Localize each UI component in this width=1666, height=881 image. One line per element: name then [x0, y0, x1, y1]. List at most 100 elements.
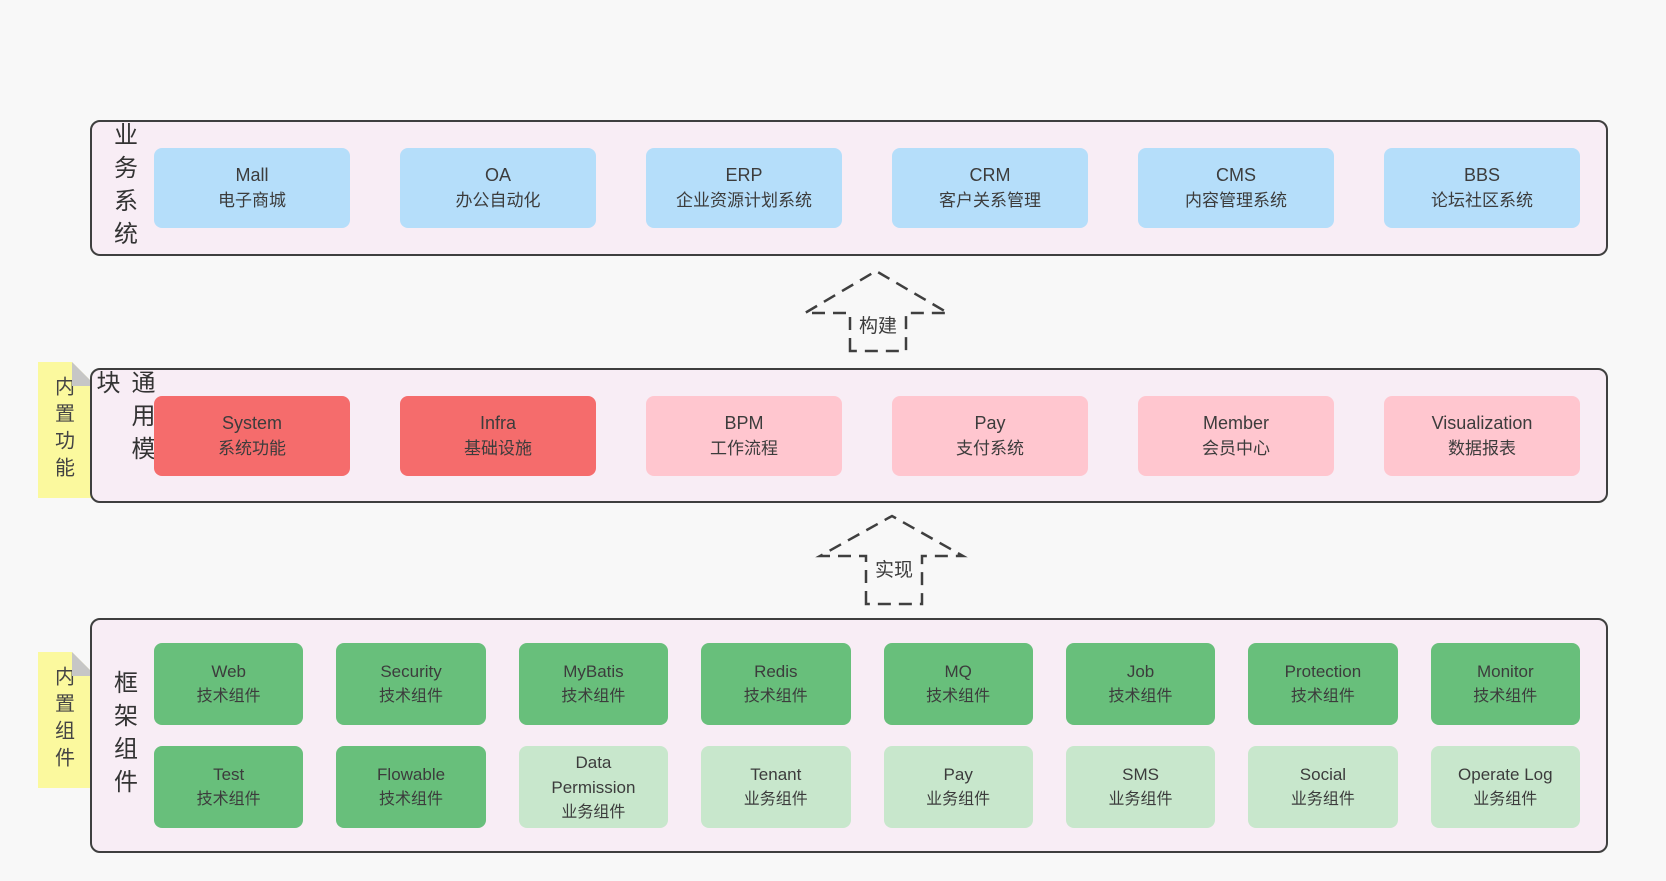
box-test-subtitle: 技术组件 [196, 791, 261, 808]
box-mall-title: Mall [235, 165, 269, 185]
arrow-build: 构建 [790, 255, 970, 355]
box-tenant-subtitle: 业务组件 [743, 791, 808, 808]
box-crm-title: CRM [969, 165, 1011, 185]
business-systems-panel: 业务系统 Mall 电子商城 OA 办公自动化 ERP 企业资源计划系统 CRM 客户关系管理… [90, 120, 1608, 256]
box-sms: SMS 业务组件 [1065, 746, 1216, 828]
business-systems-row: Mall 电子商城 OA 办公自动化 ERP 企业资源计划系统 CRM 客户关系管理 CMS 内容… [154, 122, 1580, 254]
panel-label-business-systems: 业务系统 [109, 122, 137, 254]
arrow-implement-label: 实现 [872, 555, 916, 582]
box-pay-component-subtitle: 业务组件 [926, 791, 991, 808]
dashed-up-arrow-icon [815, 514, 968, 606]
box-sms-title: SMS [1122, 765, 1159, 784]
box-protection-subtitle: 技术组件 [1290, 688, 1355, 705]
box-test: Test 技术组件 [154, 746, 304, 828]
box-test-title: Test [213, 765, 245, 784]
box-flowable-subtitle: 技术组件 [379, 791, 444, 808]
box-mall: Mall 电子商城 [154, 148, 350, 228]
box-erp-title: ERP [725, 165, 763, 185]
box-system: System 系统功能 [154, 395, 350, 476]
panel-label-common-modules: 通用模块 [92, 370, 154, 469]
panel-label-framework-components: 框架组件 [109, 669, 137, 802]
box-bbs-subtitle: 论坛社区系统 [1431, 191, 1533, 210]
box-mybatis-title: MyBatis [563, 662, 624, 681]
sticky-note-builtin-components: 内置组件 [38, 652, 96, 788]
box-security-subtitle: 技术组件 [379, 688, 444, 705]
box-crm: CRM 客户关系管理 [892, 148, 1088, 228]
sticky-note-label: 内置组件 [51, 666, 74, 774]
box-mq: MQ 技术组件 [883, 643, 1033, 725]
box-crm-subtitle: 客户关系管理 [939, 191, 1041, 210]
box-cms: CMS 内容管理系统 [1138, 148, 1334, 228]
box-visualization-title: Visualization [1431, 412, 1533, 433]
box-mq-title: MQ [944, 662, 972, 681]
box-system-subtitle: 系统功能 [218, 438, 286, 458]
box-flowable-title: Flowable [377, 765, 446, 784]
box-sms-subtitle: 业务组件 [1108, 791, 1173, 808]
box-monitor-subtitle: 技术组件 [1473, 688, 1538, 705]
box-bpm-title: BPM [724, 412, 764, 433]
dashed-up-arrow-icon [800, 269, 953, 353]
box-mall-subtitle: 电子商城 [218, 191, 286, 210]
box-cms-subtitle: 内容管理系统 [1185, 191, 1287, 210]
box-job-subtitle: 技术组件 [1108, 688, 1173, 705]
box-mybatis: MyBatis 技术组件 [518, 643, 669, 725]
box-member-subtitle: 会员中心 [1202, 438, 1270, 458]
box-pay-component: Pay 业务组件 [883, 746, 1033, 828]
box-redis-subtitle: 技术组件 [743, 688, 808, 705]
box-job-title: Job [1126, 662, 1155, 681]
box-data-permission-title: Data Permission [551, 752, 636, 797]
box-erp-subtitle: 企业资源计划系统 [676, 191, 812, 210]
box-tenant-title: Tenant [750, 765, 802, 784]
box-member-title: Member [1202, 412, 1269, 433]
box-visualization: Visualization 数据报表 [1384, 395, 1580, 476]
box-social-subtitle: 业务组件 [1290, 791, 1355, 808]
box-social: Social 业务组件 [1248, 746, 1398, 828]
box-operate-log-title: Operate Log [1458, 765, 1553, 784]
box-social-title: Social [1299, 765, 1347, 784]
box-operate-log: Operate Log 业务组件 [1430, 746, 1580, 828]
arrow-build-label: 构建 [856, 311, 900, 338]
box-infra: Infra 基础设施 [400, 395, 596, 476]
box-security: Security 技术组件 [336, 643, 486, 725]
box-bbs-title: BBS [1463, 165, 1501, 185]
box-web-title: Web [211, 662, 247, 681]
box-mq-subtitle: 技术组件 [926, 688, 991, 705]
box-operate-log-subtitle: 业务组件 [1473, 791, 1538, 808]
box-erp: ERP 企业资源计划系统 [646, 148, 842, 228]
box-oa: OA 办公自动化 [400, 148, 596, 228]
box-member: Member 会员中心 [1138, 395, 1334, 476]
box-security-title: Security [380, 662, 442, 681]
box-tenant: Tenant 业务组件 [701, 746, 851, 828]
box-web: Web 技术组件 [154, 643, 304, 725]
box-flowable: Flowable 技术组件 [336, 746, 486, 828]
box-web-subtitle: 技术组件 [196, 688, 261, 705]
sticky-note-label: 内置功能 [51, 376, 74, 484]
box-job: Job 技术组件 [1065, 643, 1216, 725]
box-infra-title: Infra [479, 412, 517, 433]
box-infra-subtitle: 基础设施 [464, 438, 532, 458]
box-protection-title: Protection [1284, 662, 1362, 681]
box-oa-subtitle: 办公自动化 [455, 191, 541, 210]
box-oa-title: OA [484, 165, 511, 185]
box-cms-title: CMS [1216, 165, 1256, 185]
box-bpm-subtitle: 工作流程 [710, 438, 778, 458]
box-bbs: BBS 论坛社区系统 [1384, 148, 1580, 228]
box-protection: Protection 技术组件 [1248, 643, 1398, 725]
box-visualization-subtitle: 数据报表 [1448, 438, 1516, 458]
box-system-title: System [221, 412, 282, 433]
box-pay-module-title: Pay [974, 412, 1006, 433]
box-pay-component-title: Pay [943, 765, 973, 784]
box-mybatis-subtitle: 技术组件 [561, 688, 626, 705]
arrow-implement: 实现 [805, 500, 990, 610]
